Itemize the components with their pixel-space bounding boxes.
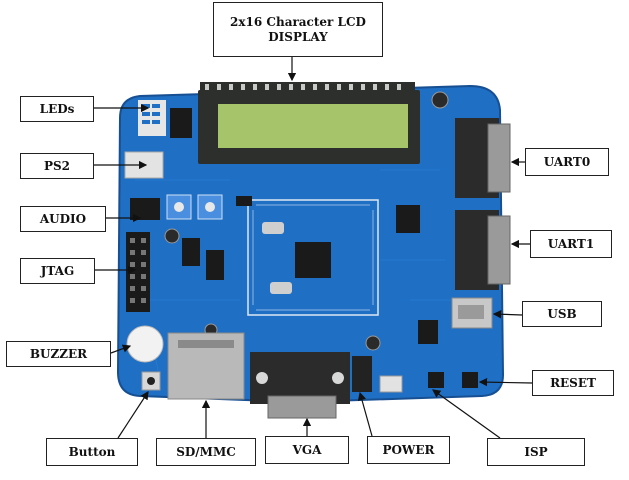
power-jack <box>352 356 372 392</box>
microcontroller <box>247 199 379 316</box>
label-isp: ISP <box>487 438 585 466</box>
label-leds: LEDs <box>20 96 94 122</box>
usb-connector <box>451 297 493 329</box>
lcd-module <box>198 90 420 164</box>
label-uart1: UART1 <box>530 230 612 258</box>
label-uart0: UART0 <box>525 148 609 176</box>
capacitors <box>164 91 449 351</box>
label-button: Button <box>46 438 138 466</box>
jtag-header <box>126 232 150 312</box>
label-audio: AUDIO <box>20 206 106 232</box>
label-jtag: JTAG <box>20 258 95 284</box>
lcd-header-pins <box>200 82 415 92</box>
label-vga: VGA <box>265 436 349 464</box>
crystal <box>262 222 284 234</box>
uart0-port <box>455 118 511 198</box>
label-buzzer: BUZZER <box>6 341 111 367</box>
push-button <box>141 371 161 391</box>
lcd-screen <box>218 104 408 148</box>
led-cluster <box>138 100 166 136</box>
label-usb: USB <box>522 301 602 327</box>
label-reset: RESET <box>532 370 614 396</box>
misc-ics <box>170 108 438 344</box>
switches <box>379 372 478 393</box>
label-power: POWER <box>367 436 450 464</box>
vga-connector <box>250 352 350 419</box>
sd-mmc-slot <box>167 332 245 400</box>
label-lcd-display: 2x16 Character LCD DISPLAY <box>213 2 383 57</box>
audio-potentiometers <box>130 194 223 220</box>
uart1-port <box>455 210 511 290</box>
label-sd-mmc: SD/MMC <box>156 438 256 466</box>
leader-lines <box>94 57 533 439</box>
buzzer-component <box>126 325 164 363</box>
label-ps2: PS2 <box>20 153 94 179</box>
